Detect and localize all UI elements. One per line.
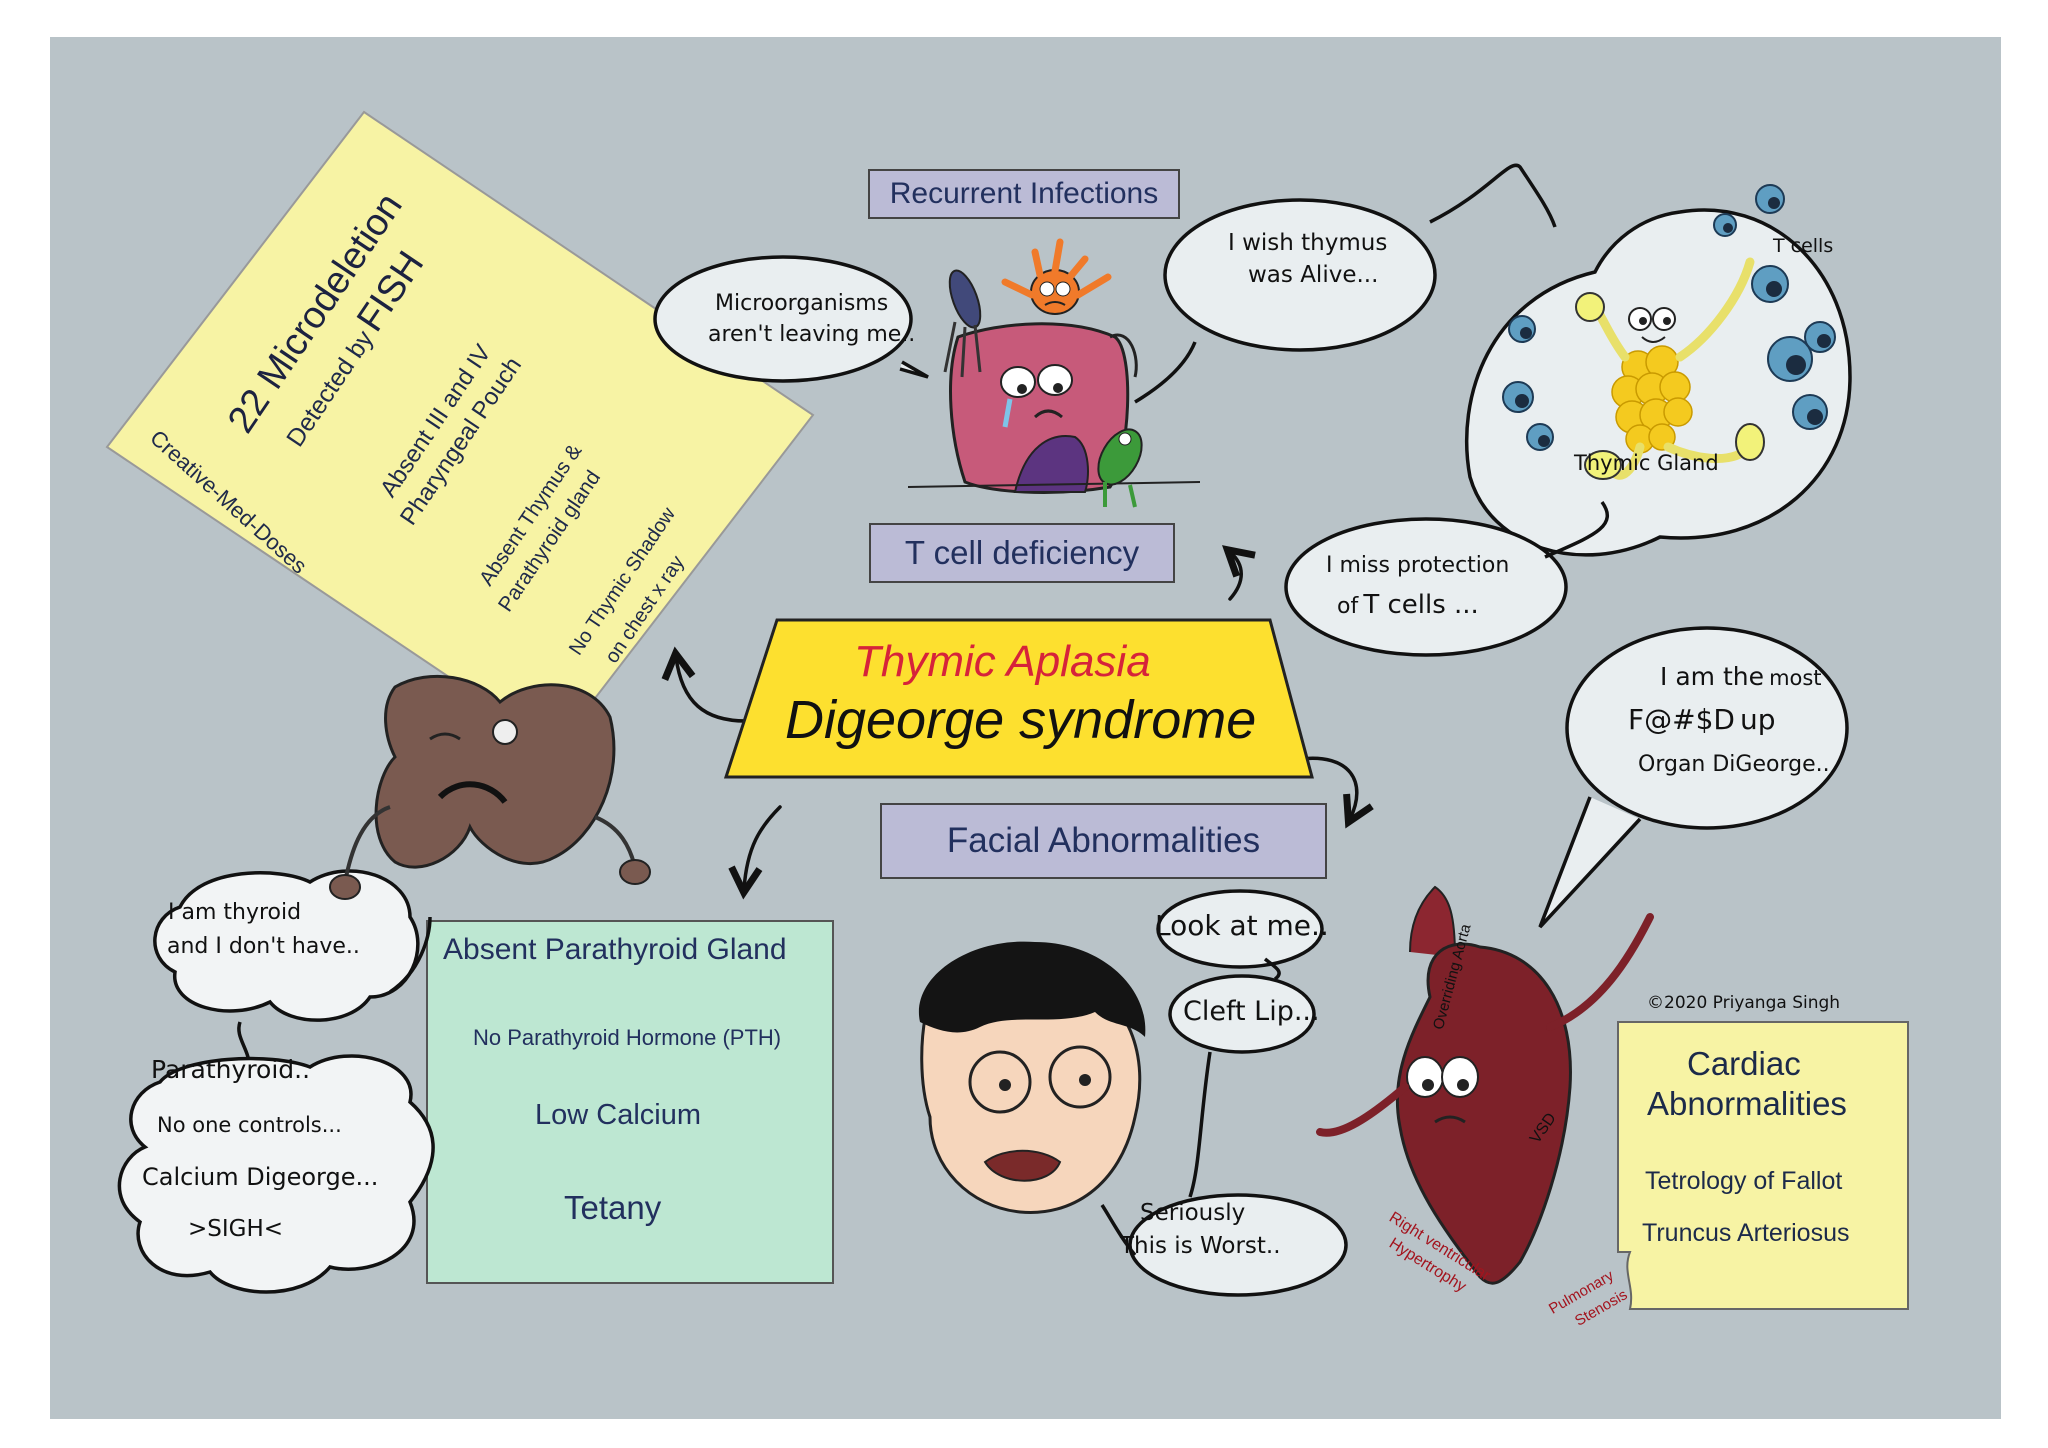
germ-blue [943,269,982,378]
miss-bubble-line2: of T cells ... [1337,590,1479,620]
germ-orange [1001,238,1112,315]
facial-abnormalities-text: Facial Abnormalities [946,821,1261,860]
cardiac-item2: Truncus Arteriosus [1642,1219,1850,1247]
miss-of: of [1337,594,1359,619]
cardiac-title2: Abnormalities [1647,1085,1847,1122]
cardiac-item1: Tetrology of Fallot [1645,1167,1843,1195]
heart-character [1316,885,1654,1285]
parathyroid-box-shape [426,920,834,1284]
organ-bubble-line2: F@#$D up [1628,703,1776,736]
look-bubble: Look at me.. [1155,909,1329,942]
para-bubble-line2: No one controls... [157,1113,342,1137]
organ-most: most [1769,666,1822,690]
miss-tcells: T cells ... [1363,590,1479,620]
thyroid-bubble-line1: I am thyroid [168,900,302,925]
facial-abnormalities-label: Facial Abnormalities [880,803,1327,879]
copyright: ©2020 Priyanga Singh [1647,993,1841,1013]
t-cell-deficiency-text: T cell deficiency [904,534,1140,571]
cardiac-title1: Cardiac [1687,1045,1801,1082]
thyroid-character [329,674,651,900]
para-bubble-line3: Calcium Digeorge... [142,1163,379,1191]
parathyroid-title: Absent Parathyroid Gland [443,933,787,966]
serious-bubble-line2: This is Worst.. [1120,1233,1281,1259]
parathyroid-item1: No Parathyroid Hormone (PTH) [473,1025,782,1050]
boy-face [918,941,1146,1215]
center-trapezoid [723,618,1314,779]
tcells-label: T cells [1773,235,1834,257]
germ-green [1097,428,1143,508]
organ-up: up [1740,703,1776,736]
speech-bubbles [117,163,1852,1297]
organ-iam: I am the [1660,662,1764,691]
center-title-line1: Thymic Aplasia [854,637,1151,686]
thyroid-bubble-line2: and I don't have.. [167,934,360,959]
organ-fd: F@#$D [1628,703,1735,736]
scene-drawing [105,110,1909,1310]
thymic-gland-label: Thymic Gland [1574,451,1719,475]
recurrent-infections-text: Recurrent Infections [889,177,1159,210]
wish-bubble-line2: was Alive... [1248,262,1379,288]
organ-bubble-line3: Organ DiGeorge.. [1638,752,1830,777]
center-title-line2: Digeorge syndrome [785,690,1257,750]
cleft-bubble: Cleft Lip... [1183,996,1320,1027]
parathyroid-item2: Low Calcium [535,1099,701,1131]
cardiac-box-shape [1617,1021,1909,1310]
micro-bubble-line1: Microorganisms [715,291,889,316]
serious-bubble-line1: Seriously [1140,1200,1246,1226]
recurrent-infections-label: Recurrent Infections [868,169,1180,219]
thymus-character [907,322,1201,494]
t-cell-deficiency-label: T cell deficiency [869,523,1175,583]
parathyroid-item3: Tetany [564,1189,662,1226]
arrows [676,552,1357,889]
para-bubble-line1: Parathyroid.. [151,1055,311,1084]
miss-bubble-line1: I miss protection [1326,553,1510,578]
micro-bubble-line2: aren't leaving me.. [708,322,916,347]
organ-bubble-line1: I am the most [1660,662,1822,691]
para-bubble-line4: >SIGH< [188,1216,284,1242]
canvas-panel: Recurrent Infections T cell deficiency F… [50,37,2001,1419]
wish-bubble-line1: I wish thymus [1228,230,1388,256]
thymic-gland-drawing [1502,184,1836,480]
